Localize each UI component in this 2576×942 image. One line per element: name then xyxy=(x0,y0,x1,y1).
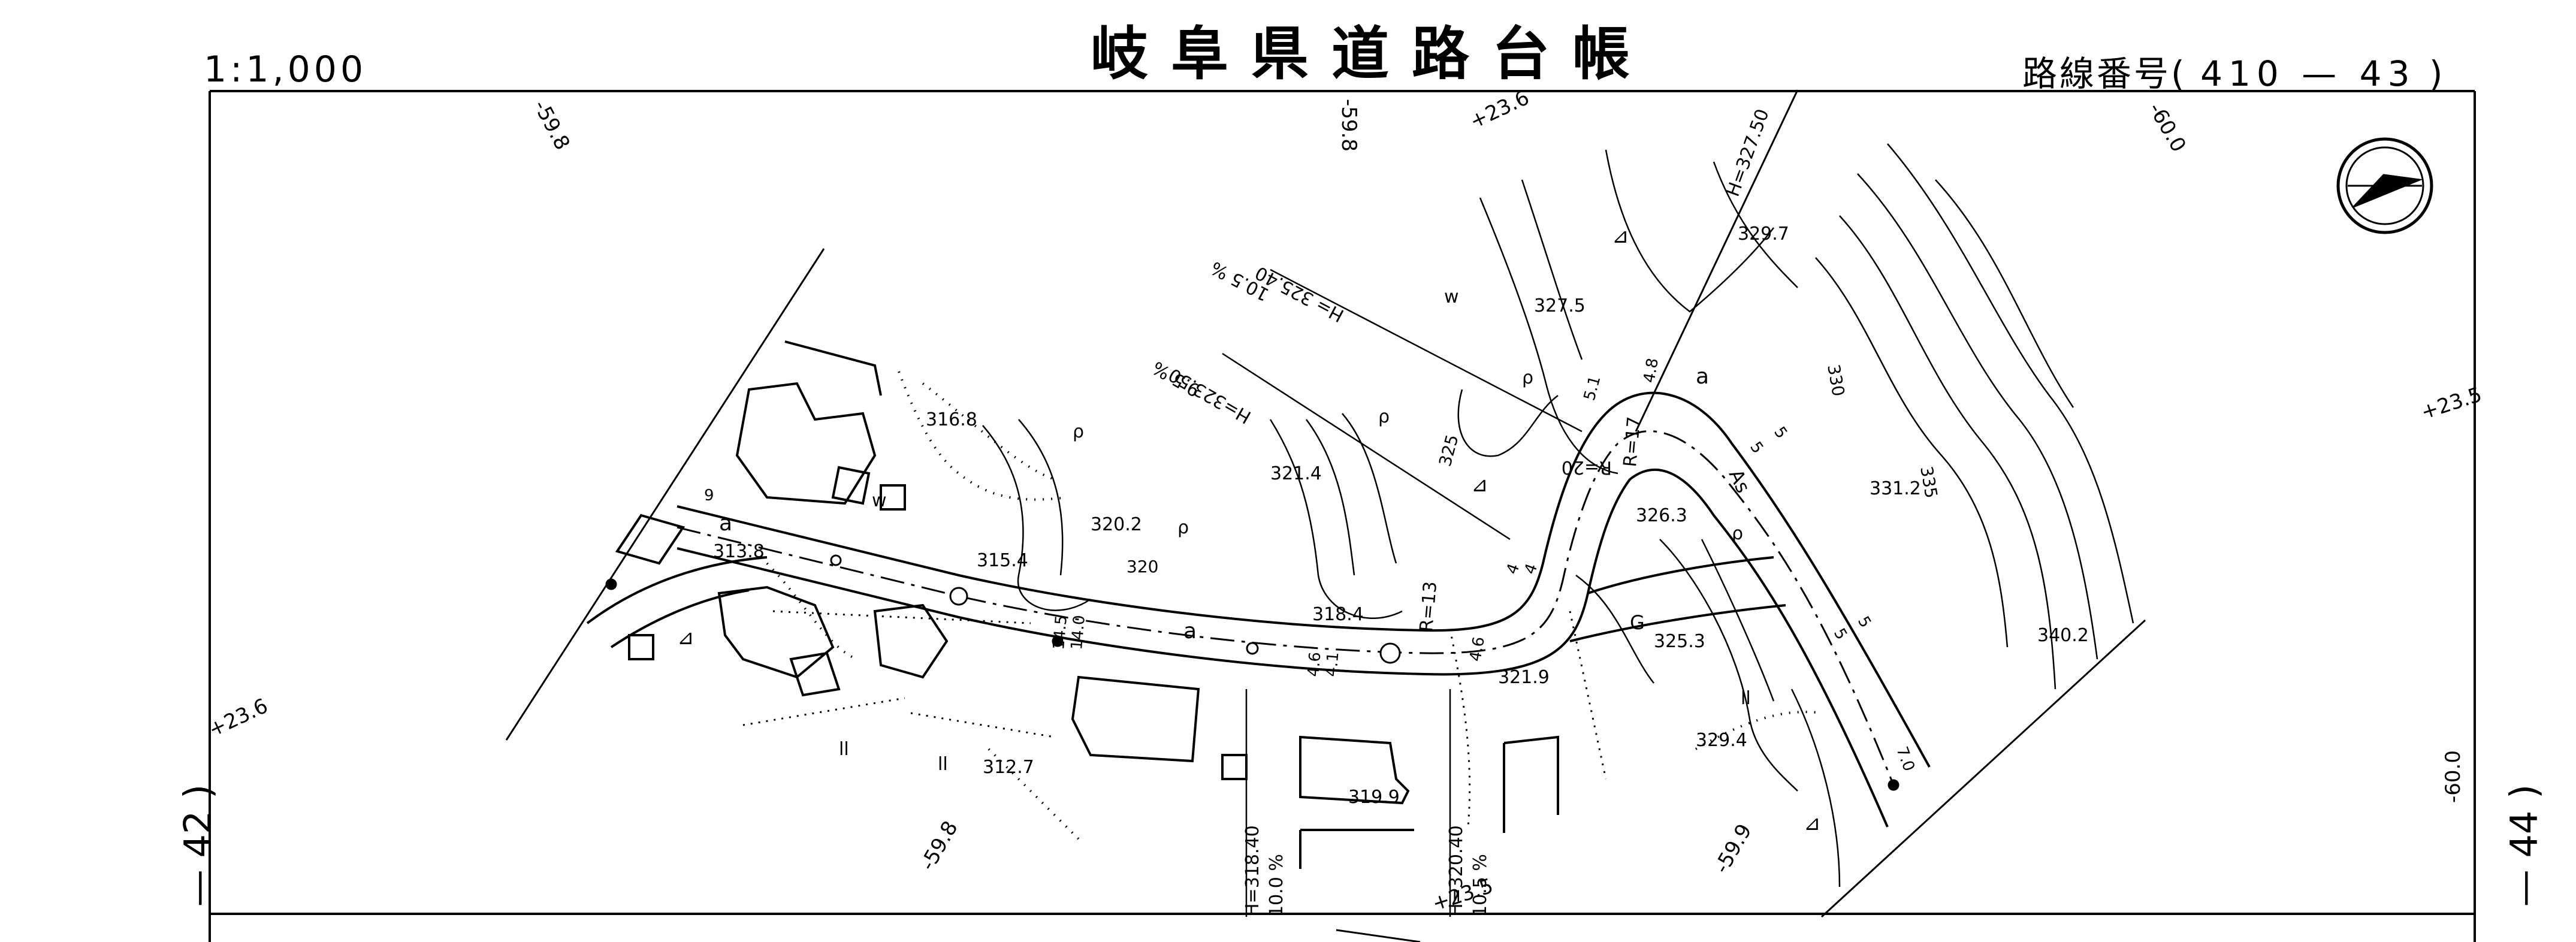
land-use-mark: ρ xyxy=(1177,517,1189,538)
route-label-text: 路線番号 xyxy=(2022,53,2172,94)
road-surface-mark: a xyxy=(1183,619,1197,644)
elevation-label: 316.8 xyxy=(926,409,977,430)
land-use-mark: w xyxy=(1444,286,1459,307)
land-use-mark: ρ xyxy=(1378,406,1390,427)
contour-label: 330 xyxy=(1823,363,1849,397)
map-scale: 1:1,000 xyxy=(204,49,367,90)
grid-mark: -59.8 xyxy=(916,817,963,874)
land-use-mark: ll xyxy=(938,754,948,775)
elevation-label: 318.4 xyxy=(1312,604,1364,625)
road-surface-mark: a xyxy=(1696,364,1709,389)
route-number: 410 — 43 xyxy=(2200,53,2416,94)
elevation-label: 320.2 xyxy=(1091,514,1142,535)
contour-label: 325 xyxy=(1435,433,1463,469)
grid-mark: -59.8 xyxy=(1337,99,1361,152)
road-width-label: 5 xyxy=(1770,424,1790,442)
grid-mark: -60.0 xyxy=(2143,99,2191,156)
elevation-label: 319.9 xyxy=(1348,787,1400,808)
land-use-mark: ⊿ xyxy=(1804,811,1821,835)
elevation-label: 331.2 xyxy=(1870,478,1921,499)
land-use-mark: ⊿ xyxy=(1471,473,1488,497)
height-label: H=320.40 xyxy=(1446,825,1467,917)
map-title: 岐阜県道路台帳 xyxy=(1091,20,1653,87)
north-arrow-icon[interactable] xyxy=(2336,137,2433,234)
elevation-label: 321.9 xyxy=(1498,667,1550,688)
elevation-label: 325.3 xyxy=(1654,631,1705,652)
road-width-label: 7.0 xyxy=(1892,744,1917,774)
road-width-label: 4.6 xyxy=(1466,635,1488,663)
road-width-label: 4 xyxy=(1521,561,1541,577)
land-use-mark: ll xyxy=(1741,688,1751,709)
land-use-mark: ρ xyxy=(1073,421,1084,442)
elevation-label: 329.4 xyxy=(1696,730,1747,751)
buildings xyxy=(615,340,1559,869)
curve-radius-label: R=20 xyxy=(1562,457,1612,478)
land-use-mark: ρ xyxy=(1522,367,1533,388)
road-width-label: 4.6 xyxy=(1304,651,1324,678)
elevation-label: 312.7 xyxy=(983,757,1034,778)
elevation-label: 327.5 xyxy=(1534,295,1586,316)
grid-mark: -59.8 xyxy=(529,96,575,153)
elevation-label: 329.7 xyxy=(1738,224,1789,244)
map-labels: -59.8 -59.8 -59.8 -59.9 +23.6 +23.6 -60.… xyxy=(205,86,2485,917)
land-use-mark: ⊿ xyxy=(677,626,694,650)
grade-label: 10.5 % xyxy=(1470,854,1491,917)
curve-radius-label: R=17 xyxy=(1620,416,1645,468)
height-label: H=327.50 xyxy=(1723,106,1774,199)
grade-label: 10.0 % xyxy=(1266,854,1287,917)
land-use-mark: ρ xyxy=(1732,523,1743,544)
grid-mark: -60.0 xyxy=(2441,750,2465,803)
boundary-lines xyxy=(505,89,2146,942)
road-width-label: 5 xyxy=(1854,614,1874,631)
curve-radius-label: R=13 xyxy=(1416,581,1441,633)
height-label: H=323.50 xyxy=(1165,364,1255,428)
road-centerline xyxy=(677,430,1895,786)
route-number-label: 路線番号( 410 — 43 ) xyxy=(2022,53,2445,94)
slope-hachures xyxy=(742,610,1607,828)
grid-mark: -59.9 xyxy=(1710,820,1757,877)
land-use-mark: ll xyxy=(839,739,849,760)
grid-mark: +23.6 xyxy=(1466,86,1533,134)
elevation-label: 321.4 xyxy=(1270,463,1322,484)
road-edges xyxy=(586,391,1931,828)
road-width-label: 9 xyxy=(704,487,714,505)
road-width-label: 5.1 xyxy=(1581,374,1605,403)
dotted-lines xyxy=(766,371,1822,840)
road-width-label: 4.8 xyxy=(1640,357,1662,384)
grid-mark: +23.6 xyxy=(205,694,271,742)
contour-label: 320 xyxy=(1127,557,1158,576)
road-width-label: 4.1 xyxy=(1322,651,1342,678)
road-width-label: 4 xyxy=(1503,561,1523,577)
road-surface-mark: G xyxy=(1630,611,1645,634)
contour-lines xyxy=(982,143,2134,887)
elevation-label: 313.8 xyxy=(713,541,765,562)
road-width-label: 5 xyxy=(1746,439,1766,457)
height-label: H=318.40 xyxy=(1242,825,1263,917)
grade-leaders xyxy=(1222,268,1583,917)
map-frame xyxy=(209,90,2476,942)
elevation-label: 326.3 xyxy=(1636,505,1687,526)
land-use-mark: ⊿ xyxy=(1612,224,1629,248)
road-width-label: 5 xyxy=(1830,626,1850,643)
elevation-label: 340.2 xyxy=(2037,625,2089,646)
road-width-label: 14.0 xyxy=(1068,614,1089,650)
elevation-label: 315.4 xyxy=(977,550,1028,571)
station-points xyxy=(605,554,1899,791)
land-use-mark: w xyxy=(872,490,887,511)
road-surface-mark: a xyxy=(719,511,732,536)
